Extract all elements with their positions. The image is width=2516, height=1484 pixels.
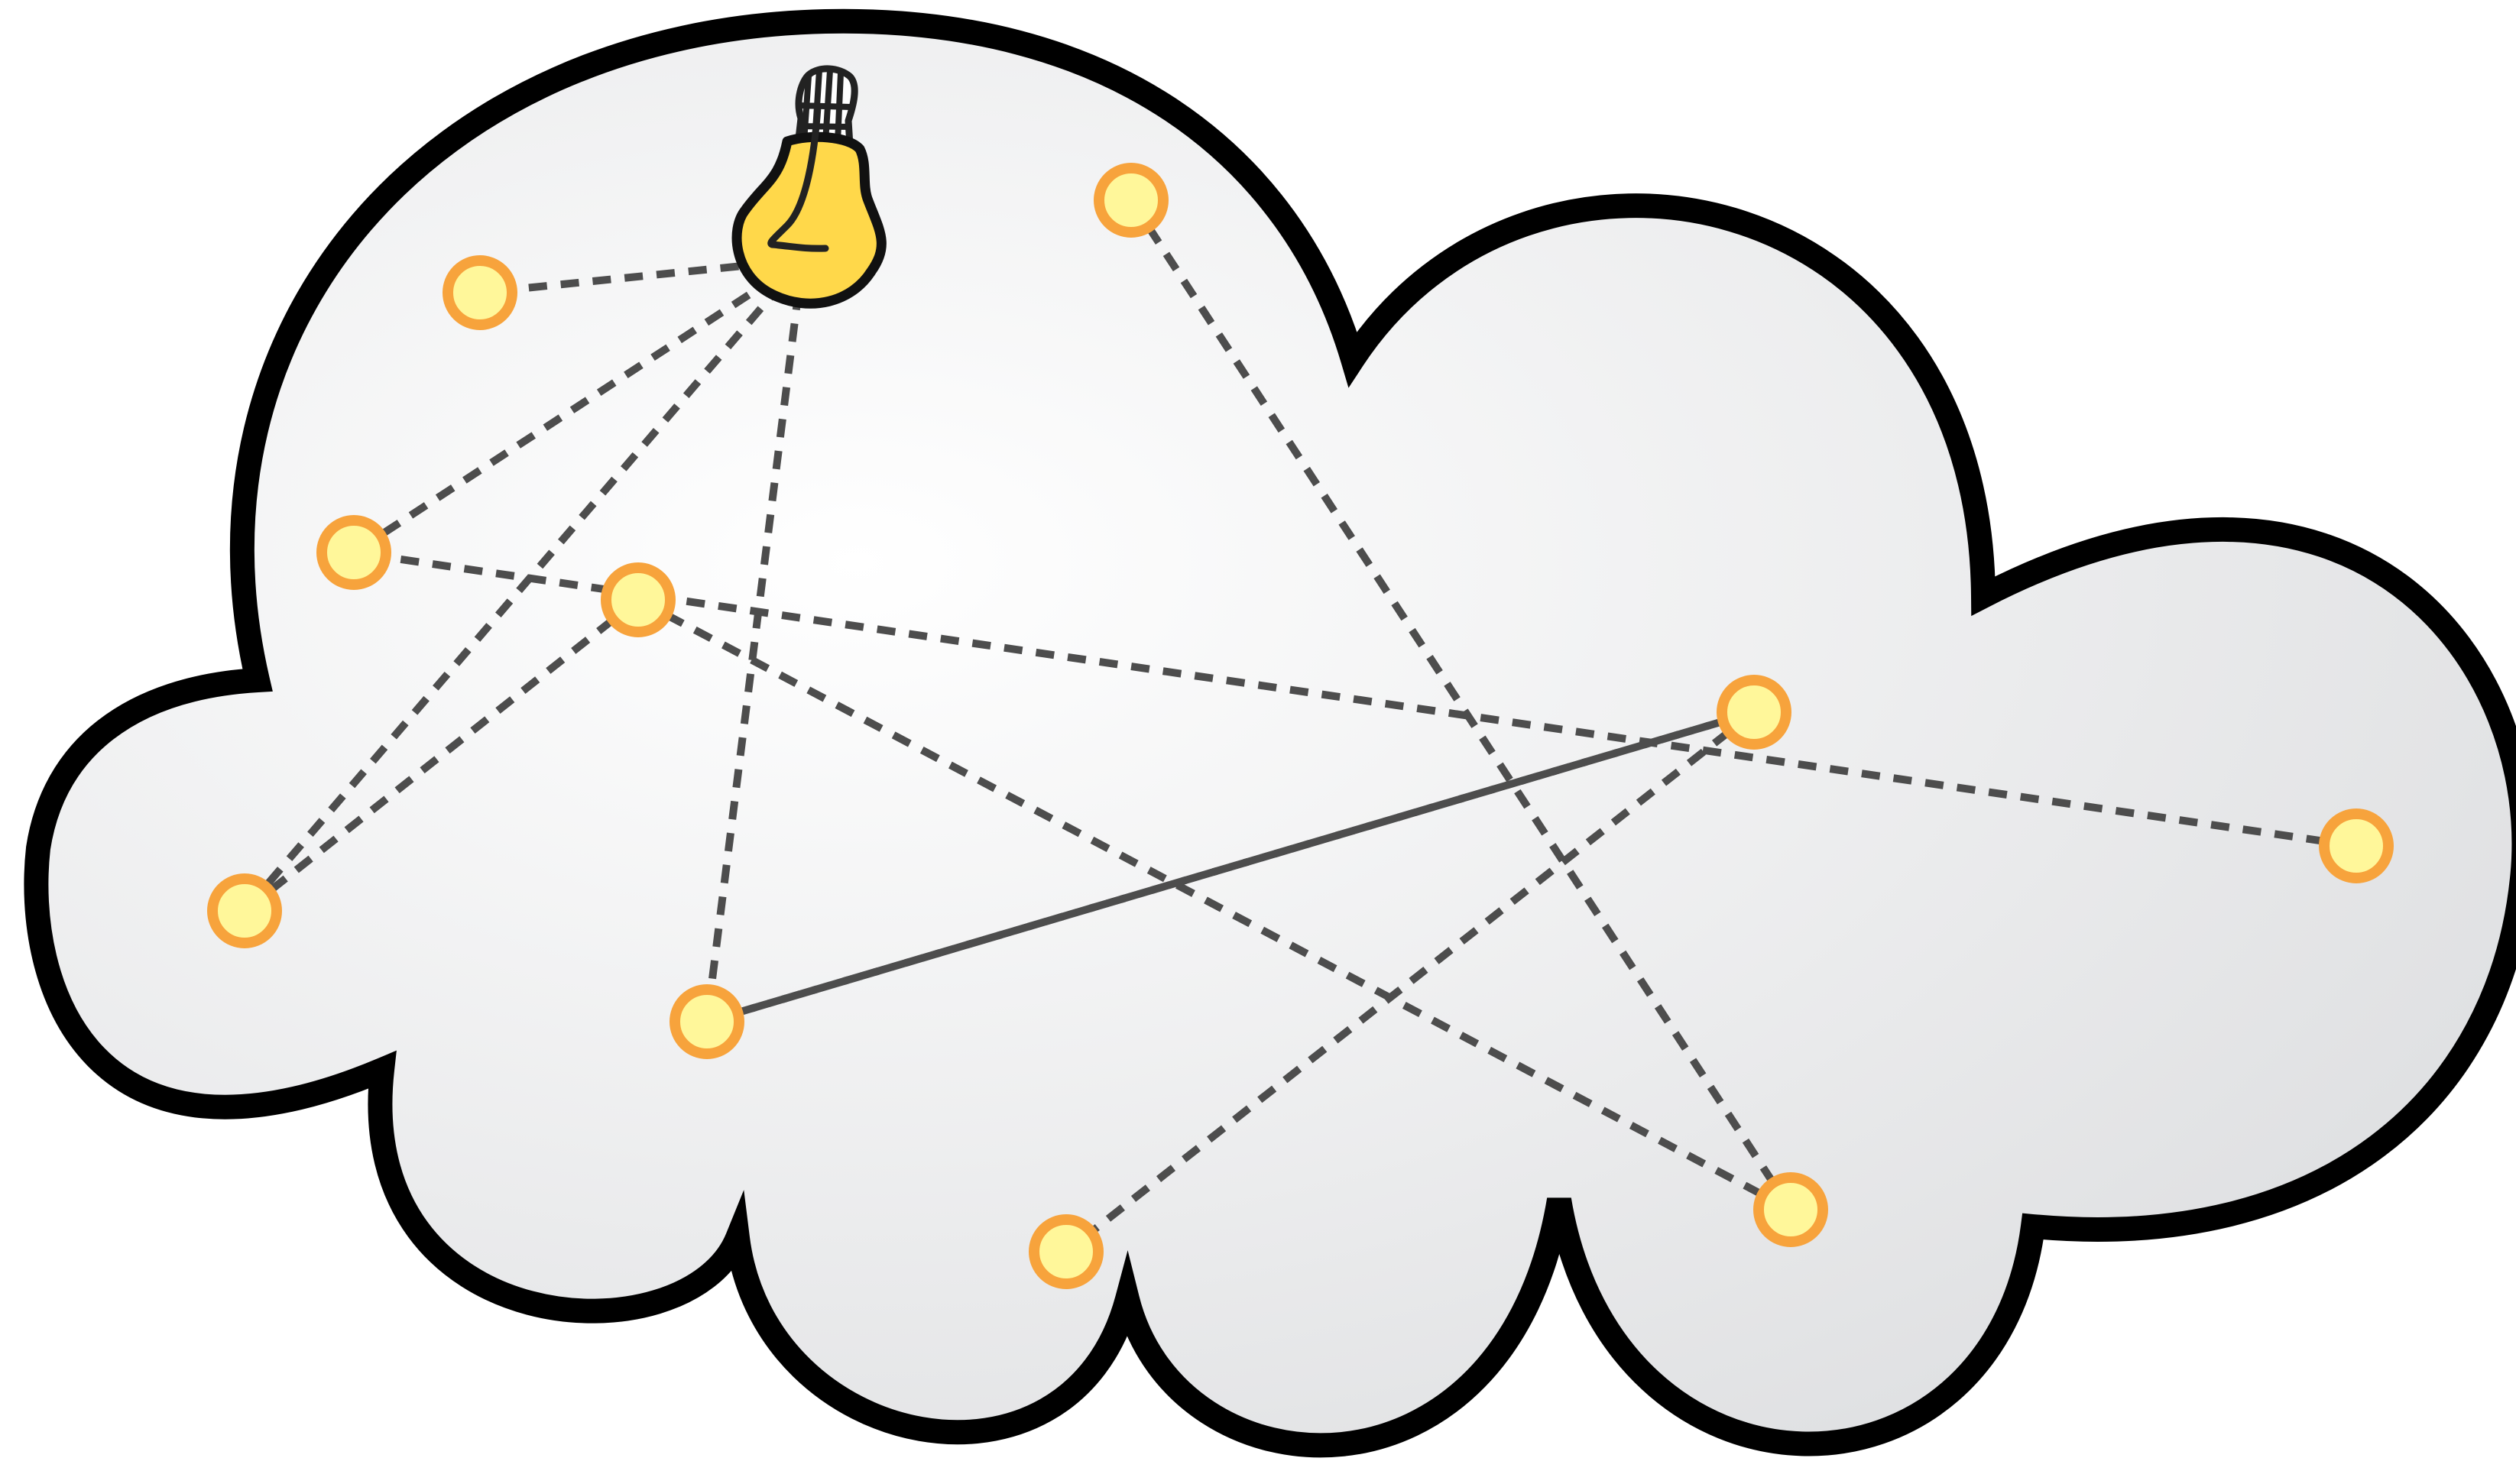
cloud-shape	[24, 8, 2516, 1458]
edge-n7-n3	[353, 549, 2357, 850]
node-n3	[316, 515, 391, 590]
bulb-glass	[731, 131, 887, 309]
node-n1	[443, 255, 517, 330]
node-n6	[207, 873, 282, 948]
edge-bulb-n1	[479, 256, 803, 296]
node-n7	[2319, 808, 2394, 883]
edge-n5-n9	[1063, 709, 1757, 1255]
node-n10	[1753, 1172, 1828, 1247]
node-n8	[670, 984, 744, 1059]
node-n4	[601, 562, 676, 637]
node-n2	[1094, 163, 1169, 238]
edge-n8-n5	[705, 708, 1756, 1026]
node-n9	[1029, 1214, 1104, 1289]
bulb-filament	[767, 103, 829, 252]
edge-n4-n10	[636, 596, 1793, 1213]
edge-n4-n6	[242, 597, 641, 914]
edge-bulb-n6	[242, 257, 806, 914]
lightbulb-icon	[731, 65, 887, 309]
node-n5	[1717, 675, 1791, 750]
edge-bulb-n3	[352, 256, 805, 556]
edge-n2-n10	[1127, 198, 1795, 1212]
nodes-layer	[207, 163, 2394, 1289]
edges-layer	[242, 198, 2357, 1255]
